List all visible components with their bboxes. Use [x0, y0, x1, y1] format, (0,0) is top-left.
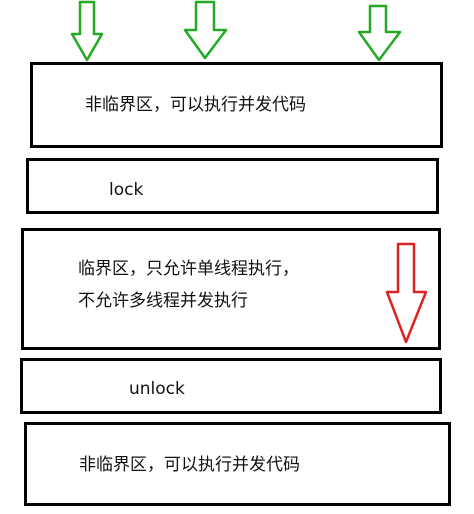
- lock-label: lock: [109, 180, 144, 200]
- lock-block: lock: [26, 158, 439, 214]
- non-critical-section-bottom: 非临界区，可以执行并发代码: [24, 422, 451, 506]
- unlock-block: unlock: [20, 358, 442, 414]
- critical-label-line2: 不允许多线程并发执行: [78, 291, 248, 311]
- non-critical-label-bottom: 非临界区，可以执行并发代码: [79, 455, 300, 475]
- non-critical-section-top: 非临界区，可以执行并发代码: [30, 62, 443, 148]
- non-critical-label-top: 非临界区，可以执行并发代码: [85, 95, 306, 115]
- arrow-down-icon: [183, 0, 228, 60]
- critical-section: 临界区，只允许单线程执行， 不允许多线程并发执行: [21, 228, 441, 350]
- arrow-down-icon: [70, 0, 104, 62]
- arrow-down-icon: [385, 242, 428, 344]
- critical-label-line1: 临界区，只允许单线程执行，: [78, 259, 299, 279]
- arrow-down-icon: [357, 4, 402, 62]
- unlock-label: unlock: [129, 379, 185, 399]
